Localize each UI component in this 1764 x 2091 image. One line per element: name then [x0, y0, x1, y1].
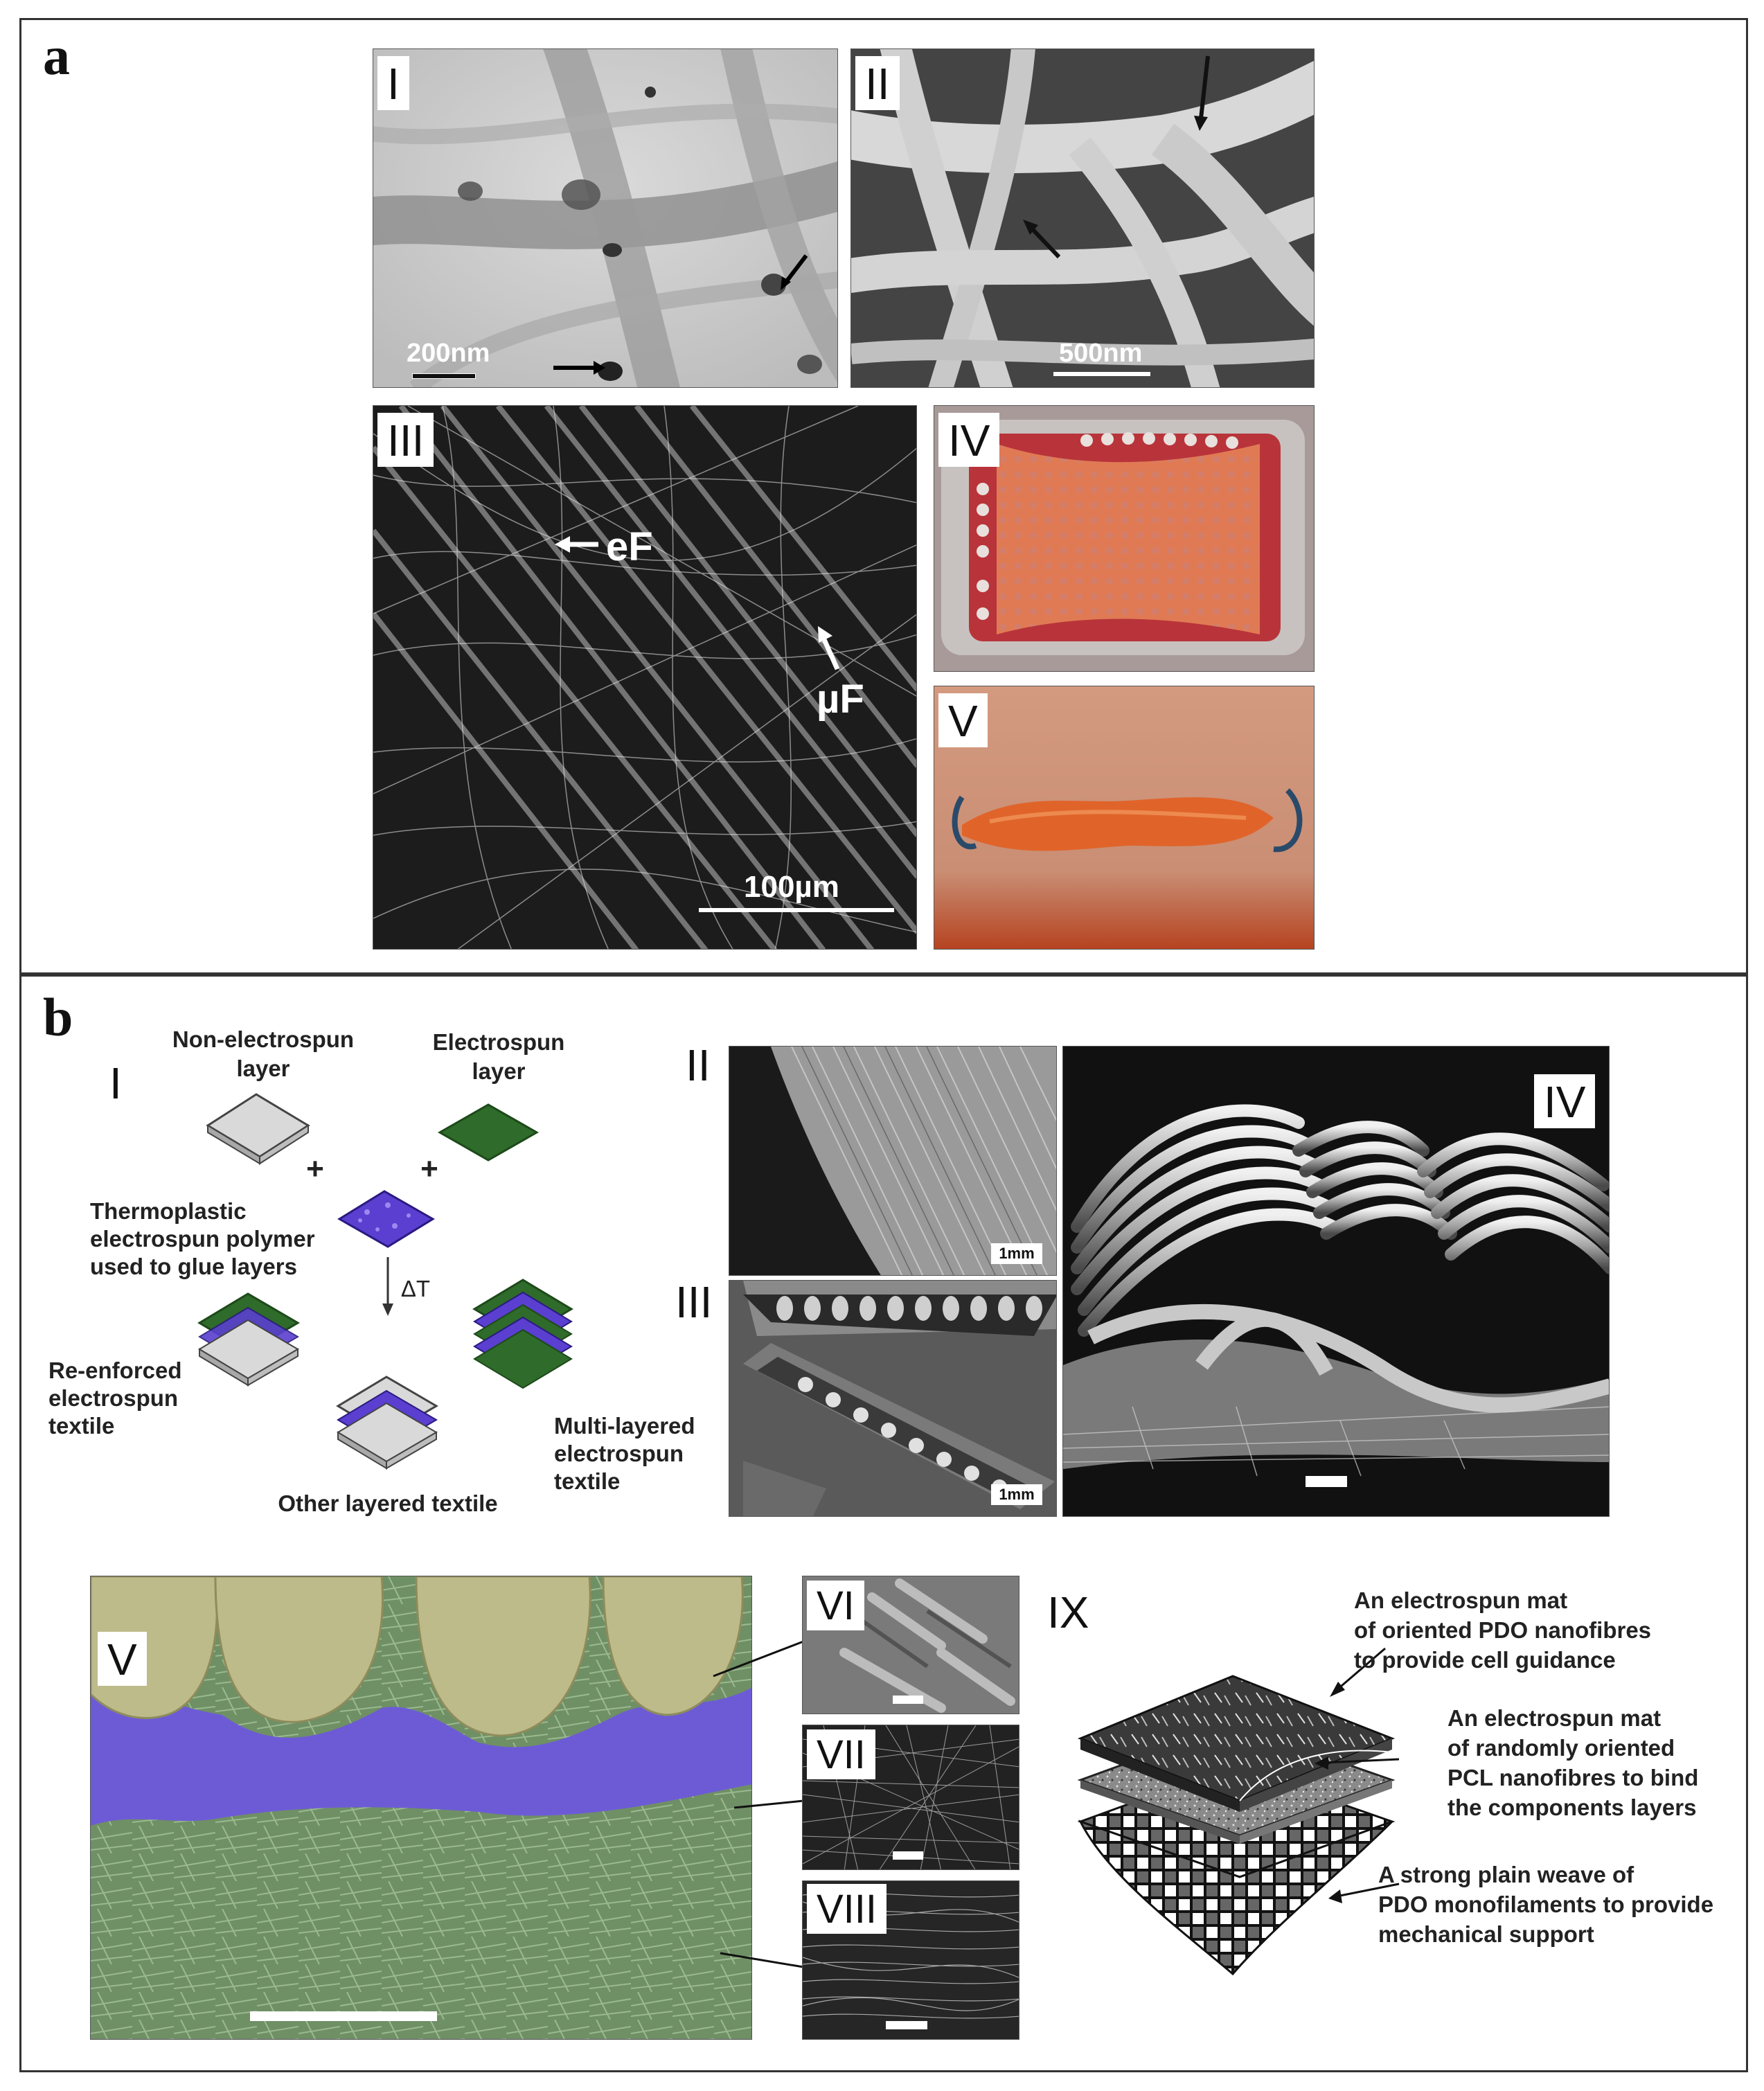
middle-layer-desc-line4: the components layers: [1447, 1795, 1697, 1820]
panel-b-II-sem-image: 1mm: [729, 1046, 1057, 1276]
panel-b-VIII-sem-image: VIII: [802, 1880, 1019, 2040]
panel-b-VIII-tag: VIII: [807, 1884, 887, 1934]
plus-sign-1: +: [306, 1152, 324, 1186]
panel-a-I-scalebar: [412, 373, 476, 379]
top-layer-desc-line3: to provide cell guidance: [1354, 1647, 1616, 1673]
panel-a-II-sem-image: II 500nm: [850, 48, 1315, 388]
panel-a-III-arrow-label-uf: µF: [817, 677, 864, 722]
panel-a-III-sem-image: III eF µF 100µm: [373, 405, 917, 950]
panel-b-V-tag: V: [98, 1632, 147, 1686]
panel-b-VII-tag: VII: [807, 1729, 875, 1779]
panel-a-V-tag: V: [938, 693, 988, 747]
panel-a-II-scalebar: [1053, 372, 1150, 376]
panel-a-V-photo: V: [934, 686, 1315, 950]
layers-diagram-drawing: [1077, 1675, 1396, 1976]
bottom-layer-desc-line1: A strong plain weave of: [1378, 1862, 1634, 1887]
panel-a-II-tag: II: [855, 56, 900, 110]
thermoplastic-label-line3: used to glue layers: [90, 1254, 297, 1279]
panel-b-III-sem-image: 1mm: [729, 1280, 1057, 1517]
panel-b-VI-tag: VI: [807, 1581, 864, 1630]
panel-a-label: a: [43, 26, 70, 86]
panel-b-frame: [19, 972, 1748, 2072]
panel-b-I-schematic: I Non-electrospun layer Electrospun laye…: [48, 1018, 706, 1524]
non-electrospun-label-line1: Non-electrospun: [172, 1026, 355, 1052]
plus-sign-2: +: [420, 1152, 438, 1186]
panel-b-IV-tag: IV: [1534, 1074, 1596, 1128]
layers-annotation-arrows: [1315, 1647, 1400, 1903]
panel-a-III-arrow-label-ef: eF: [606, 524, 653, 569]
multi-layered-label-line1: Multi-layered: [554, 1413, 695, 1439]
top-layer-desc-line2: of oriented PDO nanofibres: [1354, 1617, 1652, 1643]
panel-a-III-tag: III: [377, 413, 434, 467]
inset-connector-lines: [713, 1640, 804, 1968]
other-layered-label: Other layered textile: [278, 1491, 498, 1516]
thermoplastic-label-line2: electrospun polymer: [90, 1226, 315, 1252]
panel-b-V-sem-image: V: [90, 1576, 752, 2040]
multi-layered-label-line3: textile: [554, 1468, 621, 1494]
panel-a-I-scalebar-label: 200nm: [407, 339, 490, 368]
multi-layered-label-line2: electrospun: [554, 1441, 684, 1466]
panel-b-III-tag: III: [675, 1277, 713, 1327]
middle-layer-desc-line2: of randomly oriented: [1447, 1735, 1675, 1761]
panel-b-II-scalebar: 1mm: [991, 1243, 1042, 1264]
panel-b-IX-tag: IX: [1047, 1587, 1089, 1637]
reinforced-label-line3: textile: [48, 1413, 115, 1439]
schematic-drawing: [197, 1093, 573, 1470]
panel-a-III-scalebar-label: 100µm: [744, 870, 839, 904]
panel-a-IV-photo: IV: [934, 405, 1315, 672]
reinforced-label-line2: electrospun: [48, 1385, 179, 1411]
middle-layer-desc-line3: PCL nanofibres to bind: [1447, 1765, 1699, 1790]
panel-a-I-tag: I: [377, 56, 409, 110]
panel-b-IV-sem-image: IV: [1062, 1046, 1610, 1517]
panel-a-II-scalebar-label: 500nm: [1059, 339, 1143, 368]
non-electrospun-label-line2: layer: [236, 1056, 290, 1081]
panel-a-frame: [19, 18, 1748, 977]
panel-b-VI-sem-image: VI: [802, 1576, 1019, 1714]
panel-b-label: b: [43, 987, 73, 1047]
middle-layer-desc-line1: An electrospun mat: [1447, 1705, 1661, 1731]
delta-t-label: ΔT: [400, 1276, 431, 1301]
electrospun-label-line1: Electrospun: [432, 1029, 565, 1055]
bottom-layer-desc-line3: mechanical support: [1378, 1921, 1594, 1947]
panel-a-I-tem-image: I 200nm: [373, 48, 838, 388]
panel-b-VII-sem-image: VII: [802, 1725, 1019, 1870]
bottom-layer-desc-line2: PDO monofilaments to provide: [1378, 1892, 1714, 1917]
top-layer-desc-line1: An electrospun mat: [1354, 1587, 1568, 1613]
electrospun-label-line2: layer: [472, 1058, 526, 1084]
thermoplastic-label-line1: Thermoplastic: [90, 1198, 247, 1224]
panel-b-III-scalebar: 1mm: [991, 1484, 1042, 1505]
panel-b-II-tag: II: [686, 1040, 711, 1090]
panel-b-I-tag: I: [109, 1058, 122, 1108]
reinforced-label-line1: Re-enforced: [48, 1358, 182, 1383]
panel-a-IV-tag: IV: [938, 413, 1000, 467]
